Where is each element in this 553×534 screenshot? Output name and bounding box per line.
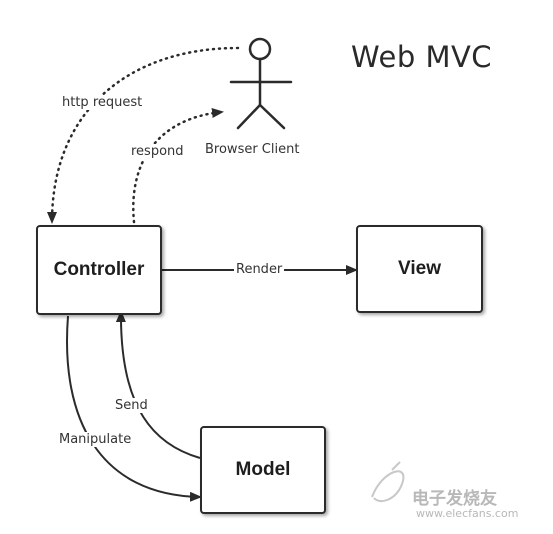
watermark-url: www.elecfans.com (416, 507, 519, 520)
diagram-title: Web MVC (351, 40, 493, 74)
watermark-cn: 电子发烧友 (412, 489, 497, 509)
http-request-arrow (47, 46, 240, 224)
model-label: Model (235, 459, 291, 480)
manipulate-label: Manipulate (59, 432, 132, 447)
view-box: View (356, 225, 483, 313)
controller-box: Controller (36, 225, 162, 315)
respond-label: respond (131, 144, 184, 159)
render-label: Render (234, 262, 285, 277)
browser-client-actor-icon (229, 37, 293, 130)
view-label: View (398, 258, 441, 279)
controller-label: Controller (53, 259, 145, 280)
respond-arrow (132, 107, 224, 224)
send-label: Send (115, 398, 148, 413)
watermark-logo-icon (371, 461, 405, 503)
browser-client-label: Browser Client (205, 142, 300, 157)
model-box: Model (200, 426, 326, 514)
send-arrow (115, 310, 201, 459)
http-request-label: http request (62, 95, 143, 110)
